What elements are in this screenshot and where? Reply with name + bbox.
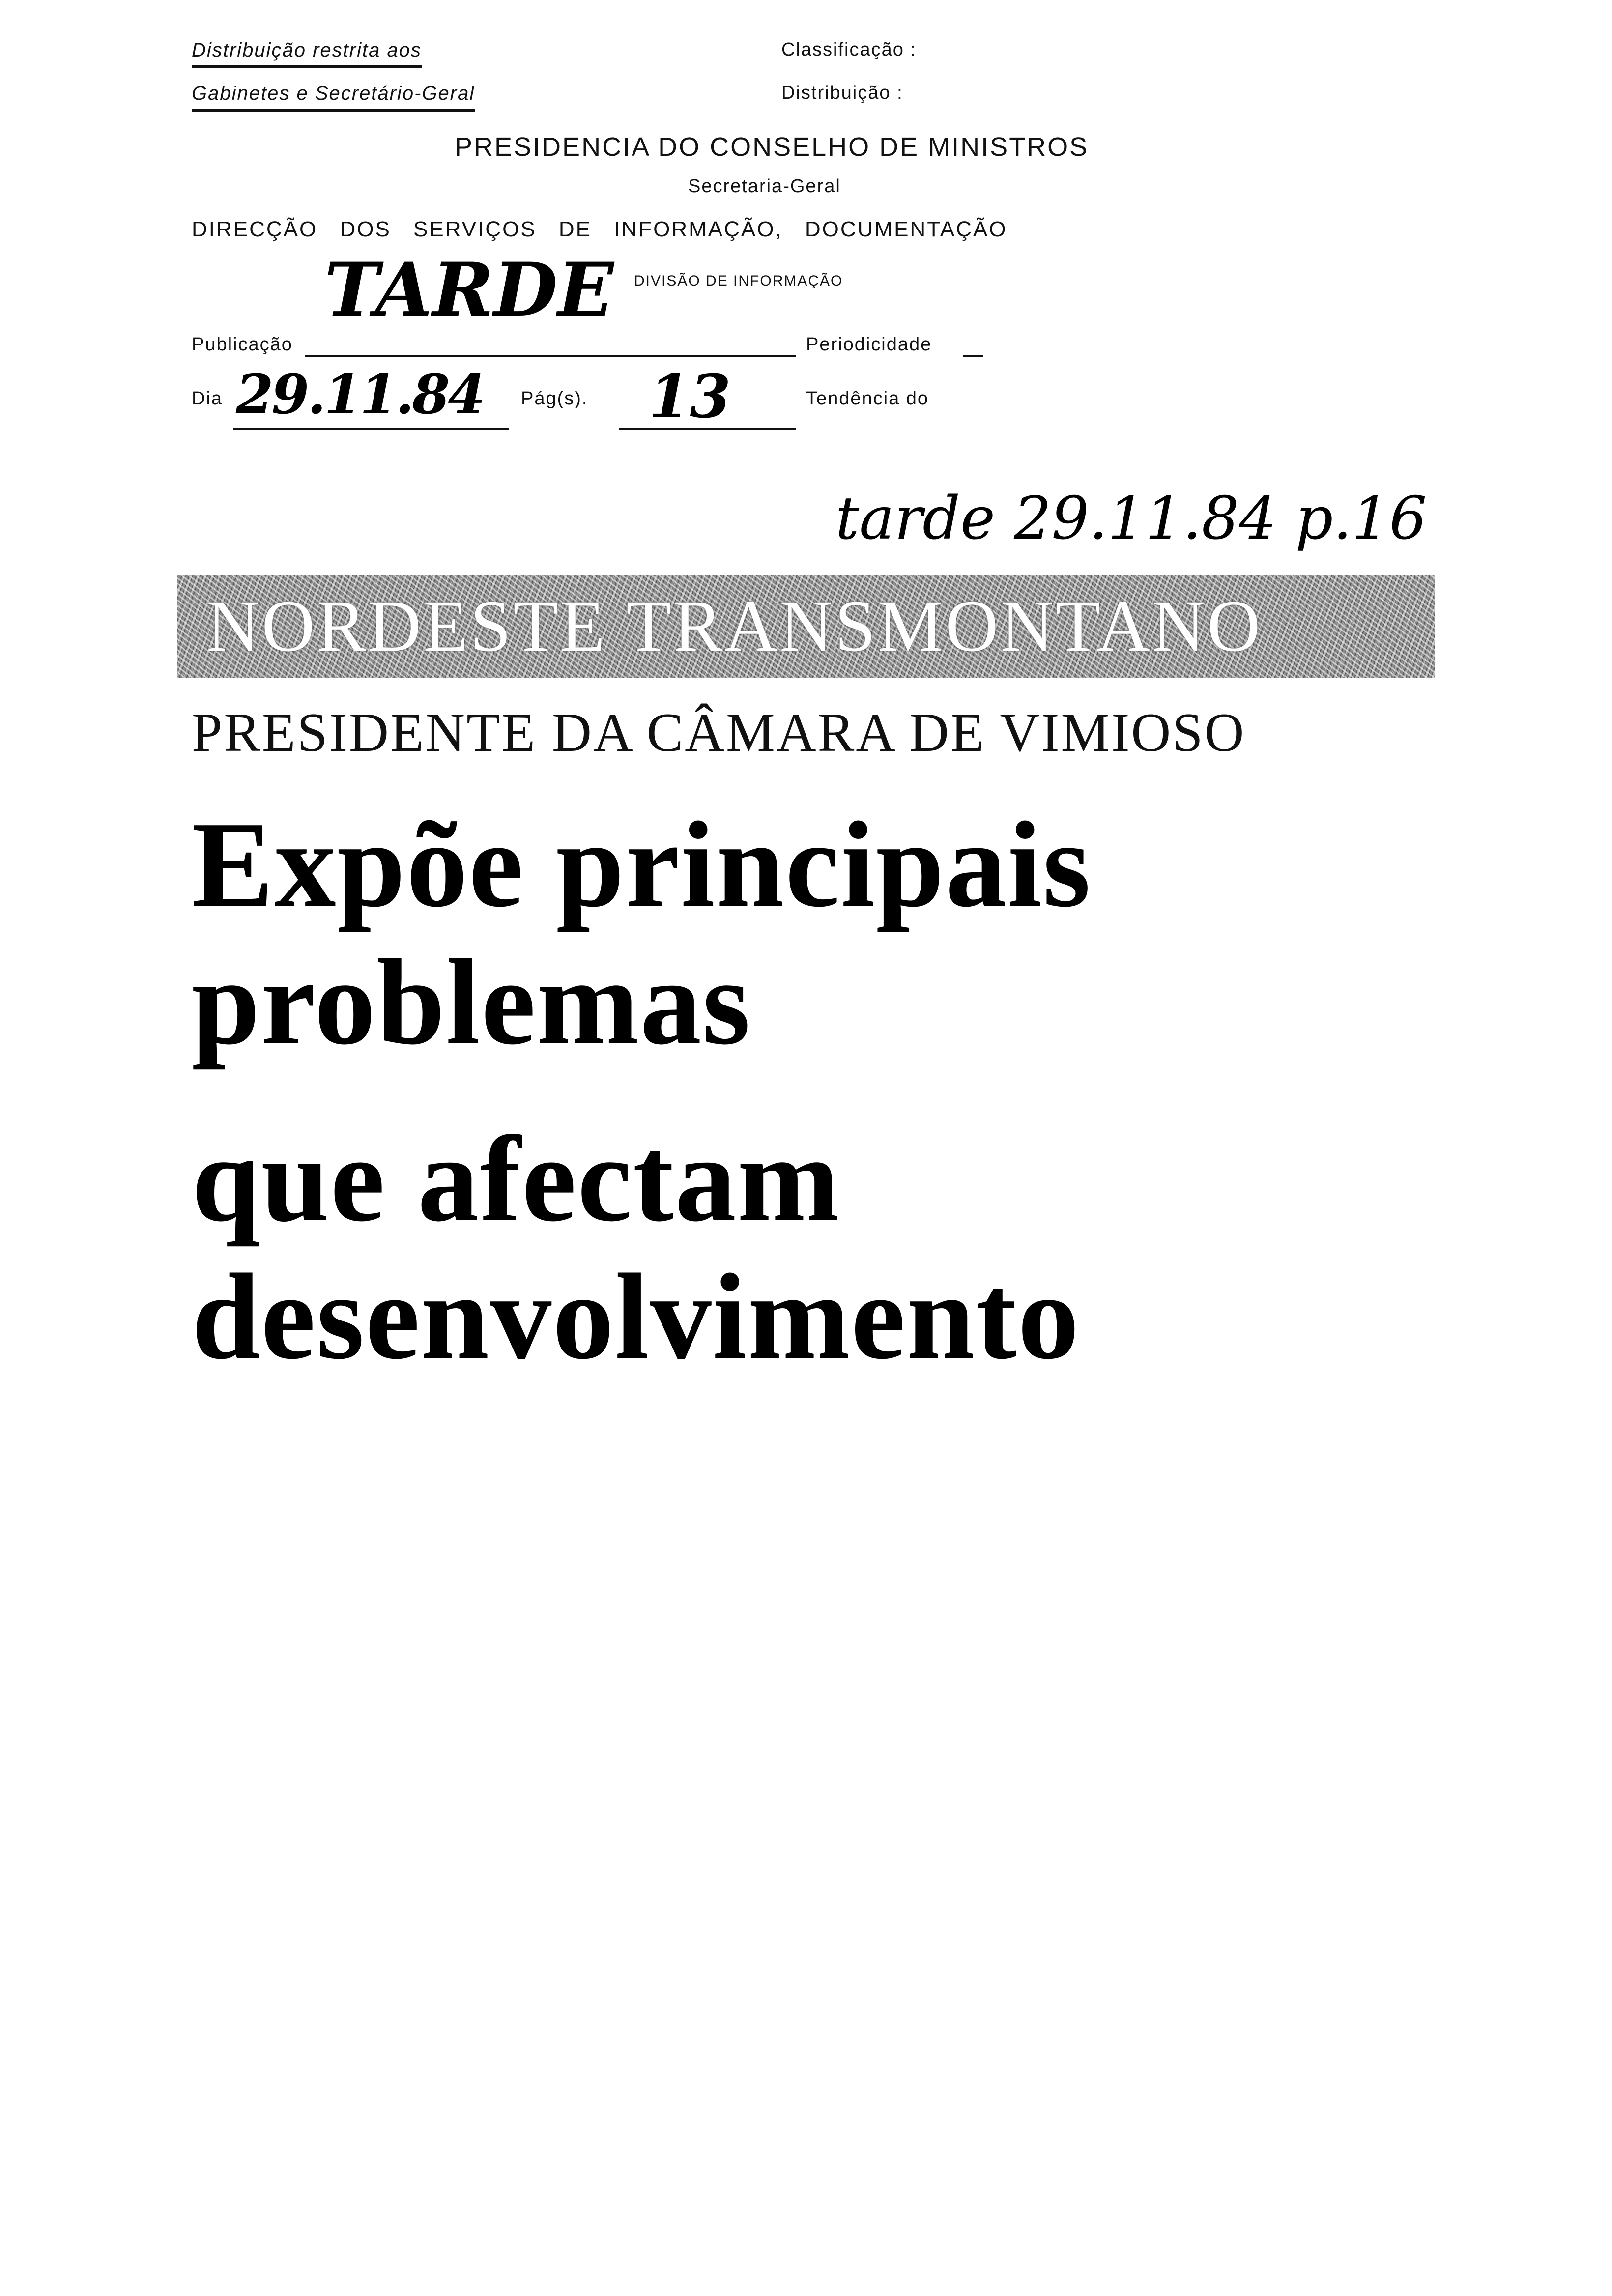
pages-label: Pág(s).	[521, 388, 588, 409]
distribution-label: Distribuição :	[781, 83, 903, 103]
day-field-line	[233, 428, 509, 430]
org-subtitle: Secretaria-Geral	[688, 176, 841, 197]
day-label: Dia	[192, 388, 223, 409]
restriction-line-1: Distribuição restrita aos	[192, 39, 422, 68]
headline-line-1: Expõe principais problemas	[192, 797, 1092, 1070]
classification-label: Classificação :	[781, 39, 917, 60]
handwritten-publication: TARDE	[324, 247, 614, 333]
publication-label: Publicação	[192, 334, 293, 355]
periodicity-field-line	[963, 355, 983, 357]
headline-line-2: que afectam desenvolvimento	[192, 1111, 1080, 1385]
band-title: NORDESTE TRANSMONTANO	[206, 585, 1263, 667]
tendency-label: Tendência do	[806, 388, 929, 409]
directorate: DIRECÇÃO DOS SERVIÇOS DE INFORMAÇÃO, DOC…	[192, 217, 1008, 241]
handwritten-pages: 13	[649, 362, 731, 431]
title-band	[177, 575, 1435, 678]
periodicity-label: Periodicidade	[806, 334, 932, 355]
handwritten-margin-note: tarde 29.11.84 p.16	[835, 485, 1427, 553]
org-title: PRESIDENCIA DO CONSELHO DE MINISTROS	[455, 132, 1089, 162]
pages-field-line	[619, 428, 796, 430]
division: DIVISÃO DE INFORMAÇÃO	[634, 273, 843, 289]
kicker: PRESIDENTE DA CÂMARA DE VIMIOSO	[192, 702, 1246, 763]
restriction-line-2: Gabinetes e Secretário-Geral	[192, 83, 475, 112]
publication-field-line	[305, 355, 796, 357]
handwritten-day: 29.11.84	[236, 363, 486, 426]
